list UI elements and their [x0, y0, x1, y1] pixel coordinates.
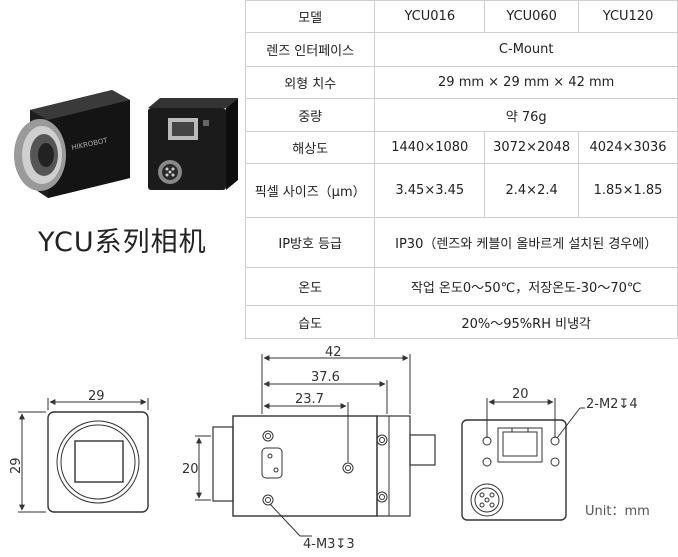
- row-label-weight: 중량: [244, 98, 376, 132]
- header-cell-ycu060: YCU060: [484, 0, 580, 33]
- side-length-42-label: 42: [325, 345, 342, 360]
- front-view: [18, 398, 149, 513]
- cell-dimensions: 29 mm × 29 mm × 42 mm: [374, 66, 678, 99]
- table-row: 해상도 1440×1080 3072×2048 4024×3036: [244, 131, 678, 164]
- cell-resolution-ycu120: 4024×3036: [578, 131, 678, 164]
- product-photo: HIKROBOT: [0, 0, 245, 340]
- header-cell-ycu016: YCU016: [374, 0, 486, 33]
- row-label-pixel-size: 픽셀 사이즈（μm）: [244, 163, 376, 218]
- row-label-dimensions: 외형 치수: [244, 66, 376, 99]
- dimension-drawings: 29 29 42 37.6 23.7 20 4-M3↧3 20 2-M2↧4 U…: [0, 340, 678, 553]
- table-row: 온도 작업 온도0～50℃，저장온도-30～70℃: [244, 267, 678, 306]
- table-row: 픽셀 사이즈（μm） 3.45×3.45 2.4×2.4 1.85×1.85: [244, 163, 678, 218]
- front-width-label: 29: [88, 389, 105, 404]
- unit-label: Unit：mm: [585, 504, 650, 519]
- camera-photo: HIKROBOT: [14, 90, 238, 198]
- spec-table: 모델 YCU016 YCU060 YCU120 렌즈 인터페이스 C-Mount…: [244, 0, 678, 339]
- cell-pixel-ycu120: 1.85×1.85: [578, 163, 678, 218]
- side-holes-label: 4-M3↧3: [303, 537, 355, 552]
- cell-weight: 약 76g: [374, 98, 678, 132]
- cell-pixel-ycu016: 3.45×3.45: [374, 163, 486, 218]
- table-row: 중량 약 76g: [244, 98, 678, 132]
- cell-pixel-ycu060: 2.4×2.4: [484, 163, 580, 218]
- header-cell-model: 모델: [244, 0, 376, 33]
- product-series-title: YCU系列相机: [38, 227, 207, 258]
- row-label-resolution: 해상도: [244, 131, 376, 164]
- cell-resolution-ycu060: 3072×2048: [484, 131, 580, 164]
- cell-humidity: 20%～95%RH 비냉각: [374, 305, 678, 339]
- back-holes-label: 2-M2↧4: [586, 397, 638, 412]
- header-cell-ycu120: YCU120: [578, 0, 678, 33]
- side-length-37-label: 37.6: [311, 370, 340, 385]
- table-row: 렌즈 인터페이스 C-Mount: [244, 32, 678, 67]
- cell-temperature: 작업 온도0～50℃，저장온도-30～70℃: [374, 267, 678, 306]
- drawings-svg: 29 29 42 37.6 23.7 20 4-M3↧3 20 2-M2↧4 U…: [9, 345, 650, 552]
- row-label-lens-mount: 렌즈 인터페이스: [244, 32, 376, 67]
- side-length-23-label: 23.7: [295, 392, 324, 407]
- front-height-label: 29: [9, 457, 24, 474]
- table-row: 습도 20%～95%RH 비냉각: [244, 305, 678, 339]
- side-height-label: 20: [182, 462, 199, 477]
- cell-resolution-ycu016: 1440×1080: [374, 131, 486, 164]
- row-label-humidity: 습도: [244, 305, 376, 339]
- table-header-row: 모델 YCU016 YCU060 YCU120: [244, 0, 678, 33]
- table-row: 외형 치수 29 mm × 29 mm × 42 mm: [244, 66, 678, 99]
- row-label-ip-rating: IP방호 등급: [244, 217, 376, 268]
- row-label-temperature: 온도: [244, 267, 376, 306]
- table-row: IP방호 등급 IP30（렌즈와 케블이 올바르게 설치된 경우에）: [244, 217, 678, 268]
- cell-lens-mount: C-Mount: [374, 32, 678, 67]
- side-view: [195, 354, 436, 537]
- cell-ip-rating: IP30（렌즈와 케블이 올바르게 설치된 경우에）: [374, 217, 678, 268]
- back-view: [461, 398, 585, 521]
- back-width-label: 20: [512, 387, 529, 402]
